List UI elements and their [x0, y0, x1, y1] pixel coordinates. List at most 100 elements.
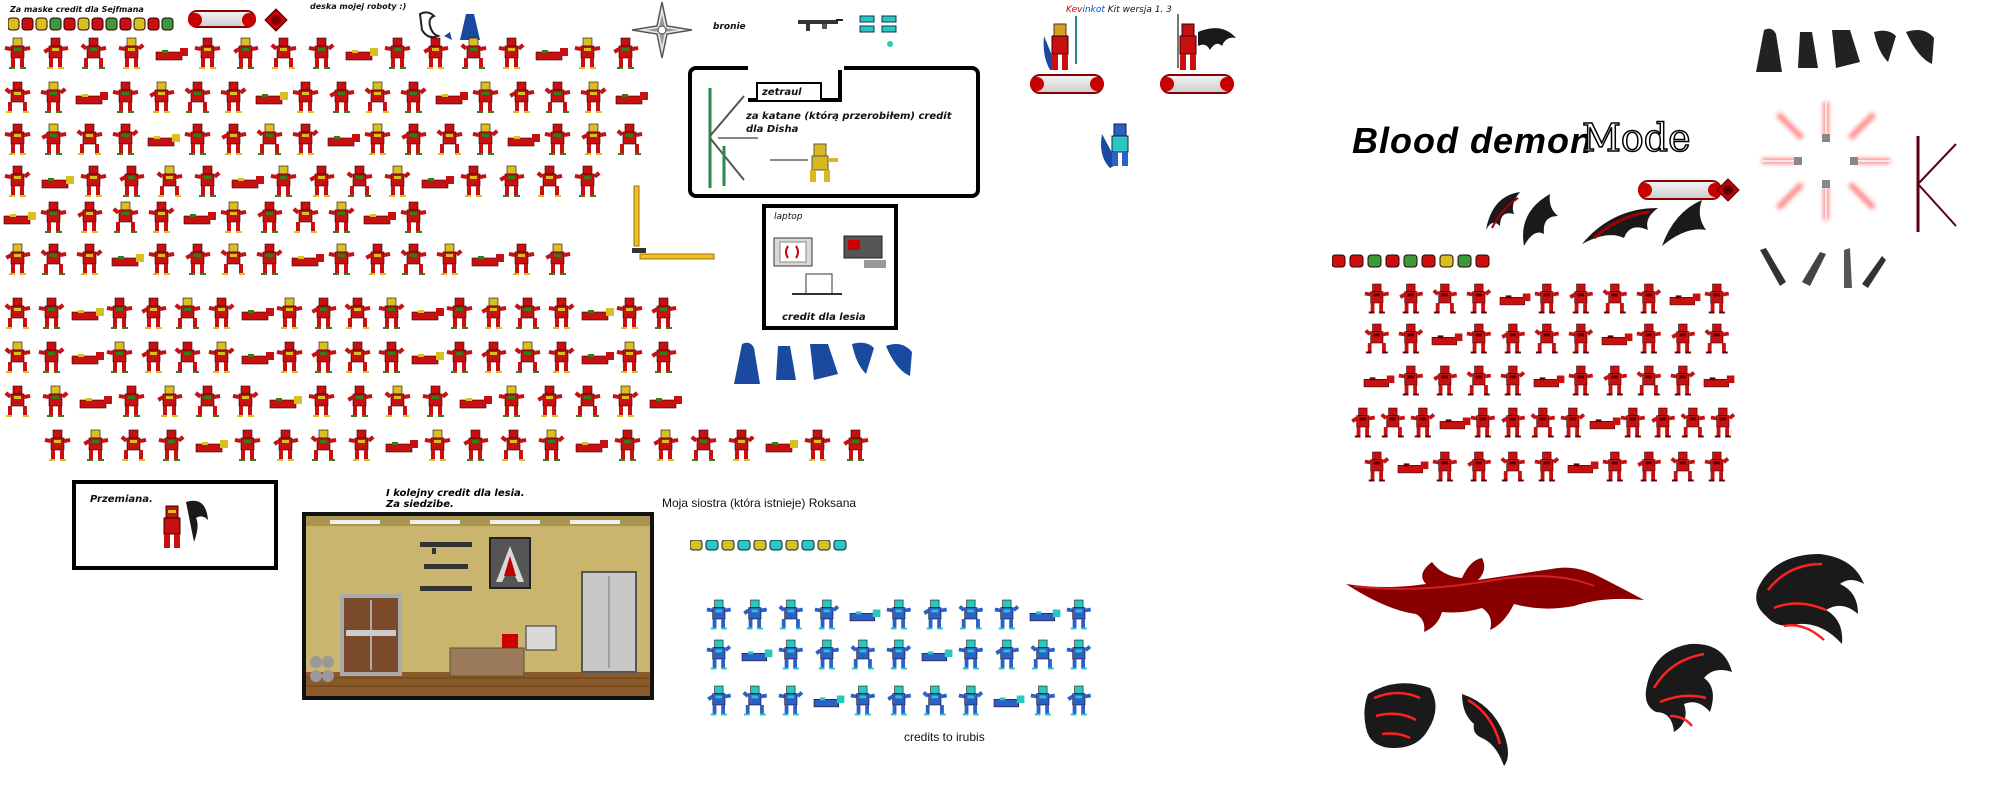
robot-sprite	[270, 165, 297, 197]
robot-sprite	[364, 81, 391, 113]
robot-sprite	[500, 429, 527, 461]
robot-sprite	[849, 609, 881, 622]
blaster-pair-icon	[859, 15, 897, 47]
robot-sprite	[118, 37, 145, 69]
robot-sprite	[1364, 451, 1390, 482]
robot-sprite	[185, 243, 211, 275]
kit-blue-small-robot	[1101, 123, 1129, 168]
robot-sprite	[233, 37, 259, 69]
robot-sprite	[112, 81, 139, 113]
robot-sprite	[574, 37, 601, 69]
robot-sprite	[4, 341, 31, 373]
robot-sprite	[257, 201, 283, 233]
robot-sprite	[220, 201, 247, 233]
robot-sprite	[292, 81, 319, 113]
robot-sprite	[815, 639, 840, 670]
robot-sprite	[308, 37, 335, 69]
robot-sprite	[329, 81, 355, 113]
robot-sprite	[400, 243, 427, 275]
demon-wings-row	[1486, 192, 1706, 246]
robot-sprite	[1029, 609, 1061, 622]
robot-sprite	[446, 297, 473, 329]
mask-row	[8, 17, 174, 31]
robot-sprite	[148, 243, 175, 275]
dark-blade-row	[1760, 248, 1886, 288]
robot-sprite	[106, 297, 133, 329]
robot-sprite	[1066, 599, 1092, 630]
robot-sprite	[536, 165, 563, 197]
robot-sprite	[3, 212, 36, 225]
kit-name-part-a: Kev	[1066, 5, 1083, 15]
robot-sprite	[83, 429, 109, 461]
robot-sprite	[460, 165, 487, 197]
robot-sprite	[508, 243, 535, 275]
mask-credit-label: Za maske credit dla Sejfmana	[10, 5, 144, 14]
robot-sprite	[581, 123, 607, 155]
robot-sprite	[1534, 323, 1560, 354]
robot-sprite	[1432, 451, 1458, 482]
robot-sprite	[1380, 407, 1406, 438]
robot-sprite	[535, 48, 568, 61]
robot-sprite	[311, 341, 337, 373]
robot-sprite	[328, 201, 355, 233]
robot-sprite	[651, 341, 677, 373]
robot-sprite	[106, 341, 133, 373]
robot-sprite	[706, 599, 732, 630]
robot-sprite	[4, 165, 31, 197]
mask-badge-icon	[264, 8, 288, 32]
robot-sprite	[958, 685, 984, 716]
robot-sprite	[1534, 451, 1560, 482]
robot-sprite	[616, 341, 643, 373]
robot-sprite	[195, 440, 228, 453]
robot-sprite	[71, 352, 104, 365]
robot-sprite	[112, 201, 139, 233]
robot-sprite	[778, 599, 804, 630]
robot-sprite	[922, 685, 948, 716]
robot-sprite	[1470, 407, 1496, 438]
kit-version-label: Kevinkot Kit wersja 1. 3	[1066, 5, 1172, 15]
robot-sprite	[1704, 451, 1730, 482]
robot-sprite	[346, 165, 373, 197]
robot-sprite	[76, 123, 103, 155]
robot-sprite	[378, 297, 405, 329]
robot-sprite	[276, 297, 303, 329]
robot-sprite	[270, 37, 297, 69]
robot-sprite	[308, 385, 335, 417]
robot-sprite	[514, 297, 541, 329]
robot-sprite	[365, 243, 391, 275]
robot-sprite	[1680, 407, 1706, 438]
robot-sprite	[1067, 685, 1092, 716]
demon-plate	[1638, 180, 1722, 200]
robot-sprite	[1501, 407, 1526, 438]
robot-sprite	[4, 81, 31, 113]
robot-sprite	[742, 685, 768, 716]
robot-sprite	[958, 639, 984, 670]
robot-sprite	[614, 429, 641, 461]
robot-sprite	[1530, 407, 1556, 438]
robot-sprite	[436, 123, 463, 155]
robot-sprite	[345, 48, 378, 61]
laptop-icon	[773, 235, 886, 295]
demon-claw-large-icon	[1756, 554, 1864, 644]
robot-sprite	[575, 440, 608, 453]
robot-sprite	[75, 92, 108, 105]
robot-sprite	[459, 396, 492, 409]
robot-sprite	[328, 243, 355, 275]
robot-sprite	[1431, 333, 1463, 346]
robot-sprite	[141, 341, 167, 373]
robot-sprite	[347, 385, 373, 417]
robot-sprite	[481, 297, 507, 329]
robot-sprite	[1601, 333, 1633, 346]
robot-sprite	[1534, 283, 1560, 314]
robot-sprite	[574, 385, 601, 417]
robot-sprite	[1602, 451, 1628, 482]
robot-sprite	[184, 81, 211, 113]
robot-sprite	[995, 639, 1020, 670]
robot-sprite	[1636, 365, 1662, 396]
robot-sprite	[41, 123, 67, 155]
robot-sprite	[4, 123, 31, 155]
robot-sprite	[401, 123, 427, 155]
robot-sprite	[1602, 283, 1628, 314]
robot-sprite	[1030, 639, 1056, 670]
robot-sprite	[814, 599, 840, 630]
